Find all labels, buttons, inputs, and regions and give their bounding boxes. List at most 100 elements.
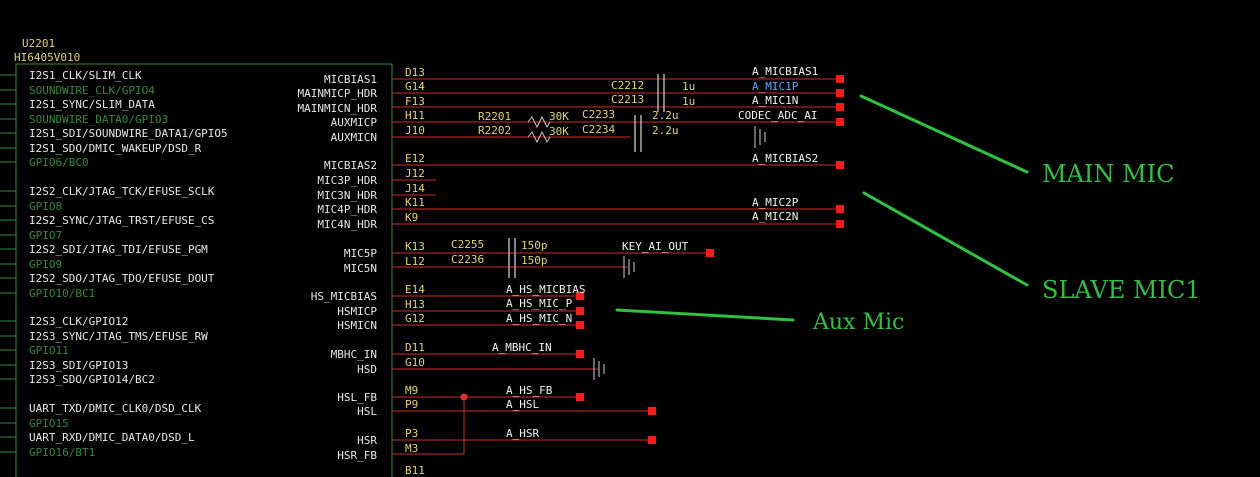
net-a-micbias2: A_MICBIAS2 bbox=[752, 152, 818, 165]
left-pin-label: I2S2_SYNC/JTAG_TRST/EFUSE_CS bbox=[29, 214, 214, 227]
ball-number: K11 bbox=[405, 196, 425, 209]
ball-number: E14 bbox=[405, 283, 425, 296]
c2212-ref: C2212 bbox=[611, 79, 644, 92]
right-pin-name: MBHC_IN bbox=[331, 348, 377, 361]
ball-number: D13 bbox=[405, 66, 425, 79]
ball-number: H13 bbox=[405, 298, 425, 311]
net-a-mic2n: A_MIC2N bbox=[752, 210, 798, 223]
net-terminals bbox=[576, 75, 844, 444]
ic-refdes: U2201 bbox=[22, 37, 55, 50]
left-pin-label: I2S3_SDI/GPIO13 bbox=[29, 359, 128, 372]
right-pin-name: HSR bbox=[357, 434, 377, 447]
c2236-ref: C2236 bbox=[451, 253, 484, 266]
c2255-ref: C2255 bbox=[451, 238, 484, 251]
net-a-hsr: A_HSR bbox=[506, 427, 539, 440]
ball-number: H11 bbox=[405, 109, 425, 122]
left-pin-label: SOUNDWIRE_DATA0/GPIO3 bbox=[29, 113, 168, 126]
left-pin-label: I2S1_SYNC/SLIM_DATA bbox=[29, 98, 155, 111]
r2202-value: 30K bbox=[549, 125, 569, 138]
right-pin-name: MAINMICP_HDR bbox=[298, 87, 378, 100]
c2236-value: 150p bbox=[521, 254, 548, 267]
ball-number: P3 bbox=[405, 427, 418, 440]
ball-number: M3 bbox=[405, 442, 418, 455]
net-a-mbhc-in: A_MBHC_IN bbox=[492, 341, 552, 354]
right-pin-name: MIC5P bbox=[344, 247, 377, 260]
left-pin-label: I2S2_SDI/JTAG_TDI/EFUSE_PGM bbox=[29, 243, 208, 256]
net-a-hs-mic-n: A_HS_MIC_N bbox=[506, 312, 572, 325]
net-key-ai-out: KEY_AI_OUT bbox=[622, 240, 689, 253]
ball-number: D11 bbox=[405, 341, 425, 354]
right-pin-name: HSL_FB bbox=[337, 391, 377, 404]
c2255-value: 150p bbox=[521, 239, 548, 252]
net-a-micbias1: A_MICBIAS1 bbox=[752, 65, 818, 78]
left-pin-label: I2S2_SDO/JTAG_TDO/EFUSE_DOUT bbox=[29, 272, 215, 285]
right-pin-name: HS_MICBIAS bbox=[311, 290, 377, 303]
right-pin-name: MIC3N_HDR bbox=[317, 189, 377, 202]
right-pin-name: AUXMICP bbox=[331, 116, 378, 129]
capacitor-symbols bbox=[508, 74, 665, 278]
left-pin-label: GPIO15 bbox=[29, 417, 69, 430]
left-pin-label: GPIO10/BC1 bbox=[29, 287, 95, 300]
right-pin-name: MAINMICN_HDR bbox=[298, 102, 378, 115]
left-pin-label: GPIO8 bbox=[29, 200, 62, 213]
left-pin-group: I2S1_CLK/SLIM_CLKSOUNDWIRE_CLK/GPIO4I2S1… bbox=[0, 69, 228, 459]
net-codec-adc-ai: CODEC_ADC_AI bbox=[738, 109, 817, 122]
net-a-hs-fb: A_HS_FB bbox=[506, 384, 553, 397]
left-pin-label: I2S1_SDI/SOUNDWIRE_DATA1/GPIO5 bbox=[29, 127, 228, 140]
c2213-ref: C2213 bbox=[611, 93, 644, 106]
ball-number: M9 bbox=[405, 384, 418, 397]
left-pin-label: SOUNDWIRE_CLK/GPIO4 bbox=[29, 84, 155, 97]
left-pin-label: GPIO6/BC0 bbox=[29, 156, 89, 169]
right-pin-name: MIC4P_HDR bbox=[317, 203, 377, 216]
right-pin-name: HSL bbox=[357, 405, 377, 418]
ground-symbols bbox=[593, 126, 766, 380]
ball-number: J14 bbox=[405, 182, 425, 195]
right-pin-name: HSR_FB bbox=[337, 449, 377, 462]
ball-number: L12 bbox=[405, 255, 425, 268]
ball-number: K13 bbox=[405, 240, 425, 253]
left-pin-label: I2S1_CLK/SLIM_CLK bbox=[29, 69, 142, 82]
right-pin-name: MICBIAS1 bbox=[324, 73, 377, 86]
left-pin-label: UART_TXD/DMIC_CLK0/DSD_CLK bbox=[29, 402, 202, 415]
left-pin-label: UART_RXD/DMIC_DATA0/DSD_L bbox=[29, 431, 195, 444]
ball-number: E12 bbox=[405, 152, 425, 165]
r2201-value: 30K bbox=[549, 110, 569, 123]
aux-mic-annotation: Aux Mic bbox=[812, 310, 904, 335]
left-pin-label: I2S1_SDO/DMIC_WAKEUP/DSD_R bbox=[29, 142, 202, 155]
c2233-ref: C2233 bbox=[582, 108, 615, 121]
ic-part-number: HI6405V010 bbox=[14, 51, 80, 64]
ball-number: G10 bbox=[405, 356, 425, 369]
right-pin-name: MIC5N bbox=[344, 262, 377, 275]
left-pin-label: I2S3_CLK/GPIO12 bbox=[29, 315, 128, 328]
c2234-value: 2.2u bbox=[652, 124, 679, 137]
left-pin-label: GPIO9 bbox=[29, 258, 62, 271]
net-a-hsl: A_HSL bbox=[506, 398, 539, 411]
c2234-ref: C2234 bbox=[582, 123, 615, 136]
ball-number: P9 bbox=[405, 398, 418, 411]
left-pin-label: I2S3_SDO/GPIO14/BC2 bbox=[29, 373, 155, 386]
right-pin-name: HSMICN bbox=[337, 319, 377, 332]
ic-body bbox=[15, 63, 393, 477]
ball-number: G14 bbox=[405, 80, 425, 93]
ball-number: J10 bbox=[405, 124, 425, 137]
left-pin-label: I2S2_CLK/JTAG_TCK/EFUSE_SCLK bbox=[29, 185, 215, 198]
left-pin-label: I2S3_SYNC/JTAG_TMS/EFUSE_RW bbox=[29, 330, 208, 343]
net-a-mic2p: A_MIC2P bbox=[752, 196, 799, 209]
net-a-mic1n: A_MIC1N bbox=[752, 94, 798, 107]
ball-number: F13 bbox=[405, 95, 425, 108]
main-mic-annotation: MAIN MIC bbox=[1042, 160, 1174, 188]
left-pin-label: GPIO11 bbox=[29, 344, 69, 357]
r2202-ref: R2202 bbox=[478, 124, 511, 137]
slave-mic1-annotation: SLAVE MIC1 bbox=[1042, 276, 1201, 304]
c2213-value: 1u bbox=[682, 95, 695, 108]
c2233-value: 2.2u bbox=[652, 109, 679, 122]
right-pin-name: HSD bbox=[357, 363, 377, 376]
net-a-mic1p: A_MIC1P bbox=[752, 80, 799, 93]
ball-number: K9 bbox=[405, 211, 418, 224]
ball-number: G12 bbox=[405, 312, 425, 325]
right-pin-name: AUXMICN bbox=[331, 131, 377, 144]
left-pin-label: GPIO16/BT1 bbox=[29, 446, 95, 459]
ball-number: J12 bbox=[405, 167, 425, 180]
